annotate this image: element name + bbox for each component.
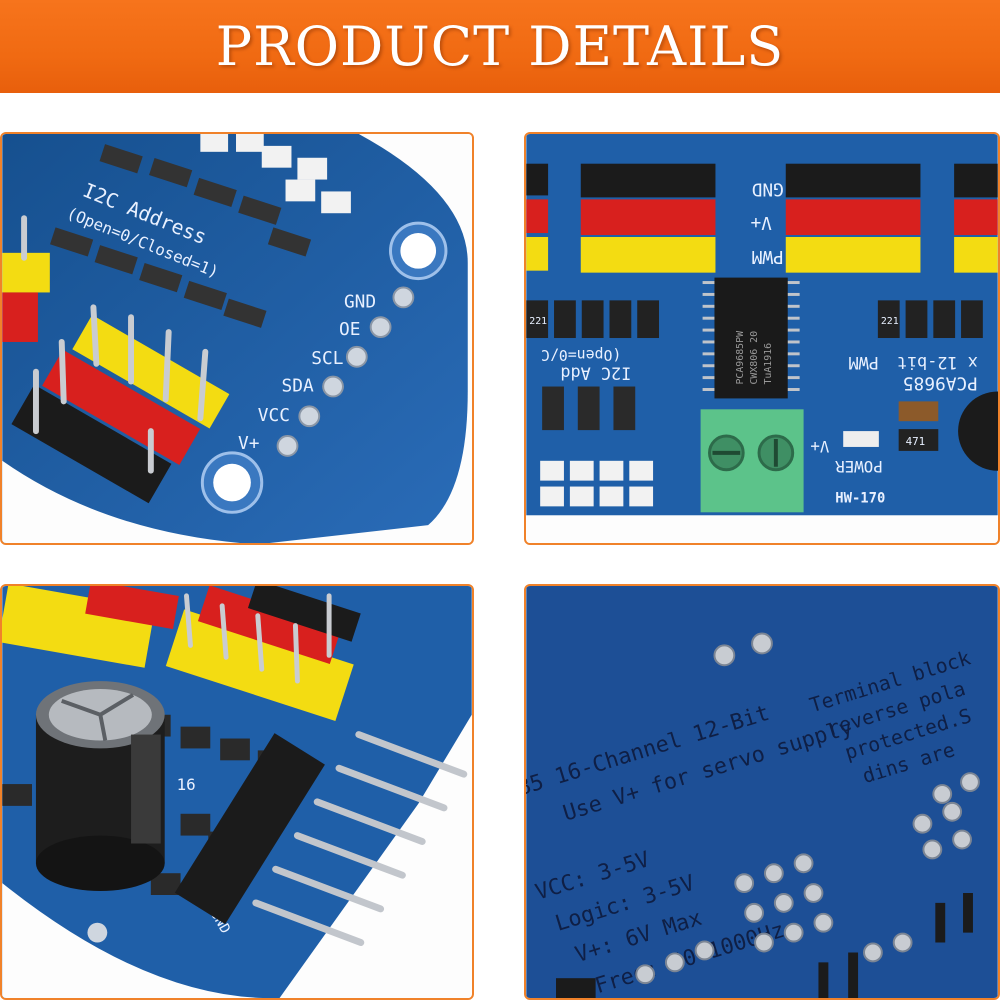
pcb-photo-4: 685 16-Channel 12-Bit Use V+ for servo s… bbox=[526, 586, 998, 998]
header-group-right bbox=[954, 163, 998, 273]
servo-headers bbox=[2, 215, 230, 504]
electrolytic-capacitor bbox=[35, 681, 165, 892]
photo-chip-terminal: GND V+ PWM PCA9685PW CWX806 20 bbox=[524, 132, 1000, 545]
banner-title: PRODUCT DETAILS bbox=[215, 15, 785, 78]
resistor-arrays bbox=[526, 300, 983, 339]
pcb-photo-3: 16 GND A C bbox=[2, 586, 472, 998]
pin-labels: GND OE SCL SDA VCC V+ bbox=[238, 291, 376, 454]
electrolytic-capacitor bbox=[958, 391, 998, 471]
via-pad bbox=[87, 922, 108, 943]
pin-label-oe: OE bbox=[339, 319, 360, 340]
pwm-label: PWM bbox=[848, 353, 878, 373]
silk-16: 16 bbox=[177, 775, 196, 794]
photo-capacitor-header: 16 GND A C bbox=[0, 584, 474, 1000]
pin-pads bbox=[276, 286, 415, 457]
servo-headers bbox=[2, 586, 361, 722]
address-pads bbox=[540, 460, 654, 507]
chip-marking-3: TuA1916 bbox=[763, 343, 774, 385]
pcb-board bbox=[526, 586, 998, 998]
screw-terminal-block bbox=[700, 409, 804, 513]
header-group-2 bbox=[785, 163, 921, 273]
capacitors bbox=[542, 386, 636, 431]
resistor-471 bbox=[898, 429, 939, 451]
photo-spec-silkscreen: 685 16-Channel 12-Bit Use V+ for servo s… bbox=[524, 584, 1000, 1000]
power-led bbox=[843, 431, 879, 447]
power-label: POWER bbox=[835, 457, 883, 476]
header-group-left bbox=[526, 163, 549, 271]
i2c-label-partial: I2C Add bbox=[560, 364, 631, 384]
resistor-code: 221 bbox=[881, 316, 899, 327]
pin-label-vcc: VCC bbox=[258, 405, 290, 426]
address-pads bbox=[200, 134, 351, 214]
product-details-banner: PRODUCT DETAILS bbox=[0, 0, 1000, 93]
header-group-1 bbox=[580, 163, 716, 273]
pin-label-gnd: GND bbox=[344, 291, 376, 312]
resistor-code: 221 bbox=[529, 316, 547, 327]
right-angle-header bbox=[174, 731, 468, 947]
model-label: HW-170 bbox=[835, 490, 885, 506]
smd-components bbox=[50, 144, 312, 328]
pcb-photo-1: I2C Address (Open=0/Closed=1) GND OE SCL… bbox=[2, 134, 472, 543]
pin-label-sda: SDA bbox=[282, 375, 314, 396]
header-pins bbox=[556, 978, 596, 998]
inductor bbox=[898, 401, 939, 422]
row-label-gnd: GND bbox=[752, 179, 784, 200]
pcb-photo-2: GND V+ PWM PCA9685PW CWX806 20 bbox=[526, 134, 998, 543]
pin-label-scl: SCL bbox=[311, 348, 343, 369]
pca-label: PCA9685 bbox=[903, 373, 978, 394]
photo-i2c-corner: I2C Address (Open=0/Closed=1) GND OE SCL… bbox=[0, 132, 474, 545]
i2c-note-partial: (Open=0/C bbox=[541, 346, 621, 364]
chip-marking-1: PCA9685PW bbox=[735, 331, 746, 385]
row-label-vplus: V+ bbox=[750, 212, 771, 233]
header-pins bbox=[818, 893, 973, 998]
pin-label-vplus: V+ bbox=[238, 433, 259, 454]
row-label-pwm: PWM bbox=[752, 246, 784, 267]
vplus-label: V+ bbox=[810, 437, 829, 456]
pca9685-chip: PCA9685PW CWX806 20 TuA1916 bbox=[702, 277, 800, 399]
via-pads bbox=[635, 632, 980, 985]
bit-label: x 12-bit bbox=[897, 353, 978, 373]
resistor-471-code: 471 bbox=[906, 435, 926, 448]
chip-marking-2: CWX806 20 bbox=[749, 331, 760, 385]
